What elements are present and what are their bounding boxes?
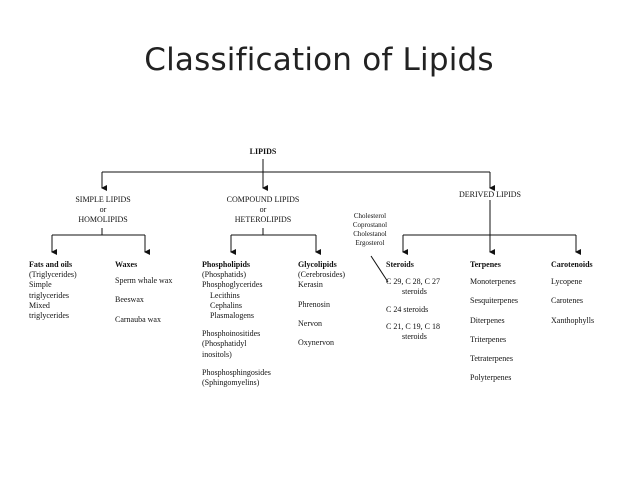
waxes-heading: Waxes — [115, 260, 138, 269]
terpenes-heading: Terpenes — [470, 260, 501, 269]
fats-item: triglycerides — [29, 290, 69, 300]
carotenoids-item: Xanthophylls — [551, 315, 595, 325]
sterol-item: Ergosterol — [355, 239, 385, 247]
simple-line-1: SIMPLE LIPIDS — [75, 195, 131, 204]
compound-line-3: HETEROLIPIDS — [234, 215, 292, 225]
sterol-item: Coprostanol — [352, 221, 388, 229]
fats-and-oils-block: Fats and oils (Triglycerides) Simple tri… — [29, 260, 77, 321]
phospholipids-item: Phosphosphingosides — [202, 367, 271, 377]
phospholipids-item: (Sphingomyelins) — [202, 378, 260, 388]
glycolipids-item: (Cerebrosides) — [298, 270, 346, 280]
glycolipids-heading: Glycolipids — [298, 260, 337, 269]
steroids-item: C 24 steroids — [386, 304, 429, 314]
root-label: LIPIDS — [249, 147, 277, 156]
compound-line-2: or — [259, 205, 267, 215]
phospholipids-item: (Phosphatids) — [202, 270, 246, 280]
compound-lipids-label: COMPOUND LIPIDS or HETEROLIPIDS — [215, 195, 311, 226]
glycolipids-item: Oxynervon — [298, 338, 334, 348]
phospholipids-item: inositols) — [202, 349, 232, 359]
terpenes-item: Sesquiterpenes — [470, 296, 518, 306]
phospholipids-sub-item: Lecithins — [210, 290, 240, 300]
terpenes-item: Monoterpenes — [470, 277, 516, 287]
carotenoids-item: Carotenes — [551, 296, 583, 306]
derived-line-1: DERIVED LIPIDS — [459, 190, 521, 199]
sterol-item: Cholesterol — [353, 212, 387, 220]
steroids-item: steroids — [402, 287, 427, 297]
simple-line-2: or — [99, 205, 107, 215]
phospholipids-item: Phosphoinositides — [202, 329, 261, 339]
steroids-item: C 29, C 28, C 27 — [386, 277, 441, 287]
steroids-item: C 21, C 19, C 18 — [386, 321, 441, 331]
waxes-item: Sperm whale wax — [115, 276, 173, 286]
terpenes-item: Triterpenes — [470, 334, 507, 344]
glycolipids-item: Kerasin — [298, 280, 323, 290]
steroids-block: Steroids C 29, C 28, C 27 steroids C 24 … — [386, 260, 440, 342]
fats-heading: Fats and oils — [29, 260, 73, 269]
phospholipids-heading: Phospholipids — [202, 260, 251, 269]
phospholipids-item: Phosphoglycerides — [202, 280, 263, 290]
slide-title: Classification of Lipids — [144, 42, 494, 78]
waxes-item: Carnauba wax — [115, 314, 161, 324]
terpenes-block: Terpenes Monoterpenes Sesquiterpenes Dit… — [470, 260, 518, 383]
fats-item: triglycerides — [29, 311, 69, 321]
phospholipids-block: Phospholipids (Phosphatids) Phosphoglyce… — [202, 260, 271, 388]
phospholipids-sub-item: Plasmalogens — [210, 311, 254, 321]
glycolipids-item: Nervon — [298, 318, 322, 328]
fats-item: Simple — [29, 280, 52, 290]
derived-lipids-label: DERIVED LIPIDS — [445, 190, 535, 200]
carotenoids-heading: Carotenoids — [551, 260, 593, 269]
terpenes-item: Tetraterpenes — [470, 354, 513, 364]
simple-line-3: HOMOLIPIDS — [78, 215, 128, 225]
glycolipids-item: Phrenosin — [298, 299, 330, 309]
fats-item: Mixed — [29, 300, 50, 310]
steroids-item: steroids — [402, 332, 427, 342]
glycolipids-block: Glycolipids (Cerebrosides) Kerasin Phren… — [298, 260, 345, 348]
sterols-pointer — [370, 255, 389, 283]
terpenes-item: Polyterpenes — [470, 373, 512, 383]
sterols-list: Cholesterol Coprostanol Cholestanol Ergo… — [335, 212, 405, 248]
steroids-heading: Steroids — [386, 260, 414, 269]
compound-line-1: COMPOUND LIPIDS — [226, 195, 300, 204]
fats-item: (Triglycerides) — [29, 270, 77, 280]
phospholipids-item: (Phosphatidyl — [202, 339, 247, 349]
simple-lipids-label: SIMPLE LIPIDS or HOMOLIPIDS — [58, 195, 148, 226]
phospholipids-sub-item: Cephalins — [210, 300, 242, 310]
carotenoids-block: Carotenoids Lycopene Carotenes Xanthophy… — [551, 260, 594, 326]
carotenoids-item: Lycopene — [551, 277, 583, 287]
waxes-block: Waxes Sperm whale wax Beeswax Carnauba w… — [115, 260, 172, 325]
sterol-item: Cholestanol — [353, 230, 387, 238]
waxes-item: Beeswax — [115, 295, 144, 305]
terpenes-item: Diterpenes — [470, 315, 505, 325]
